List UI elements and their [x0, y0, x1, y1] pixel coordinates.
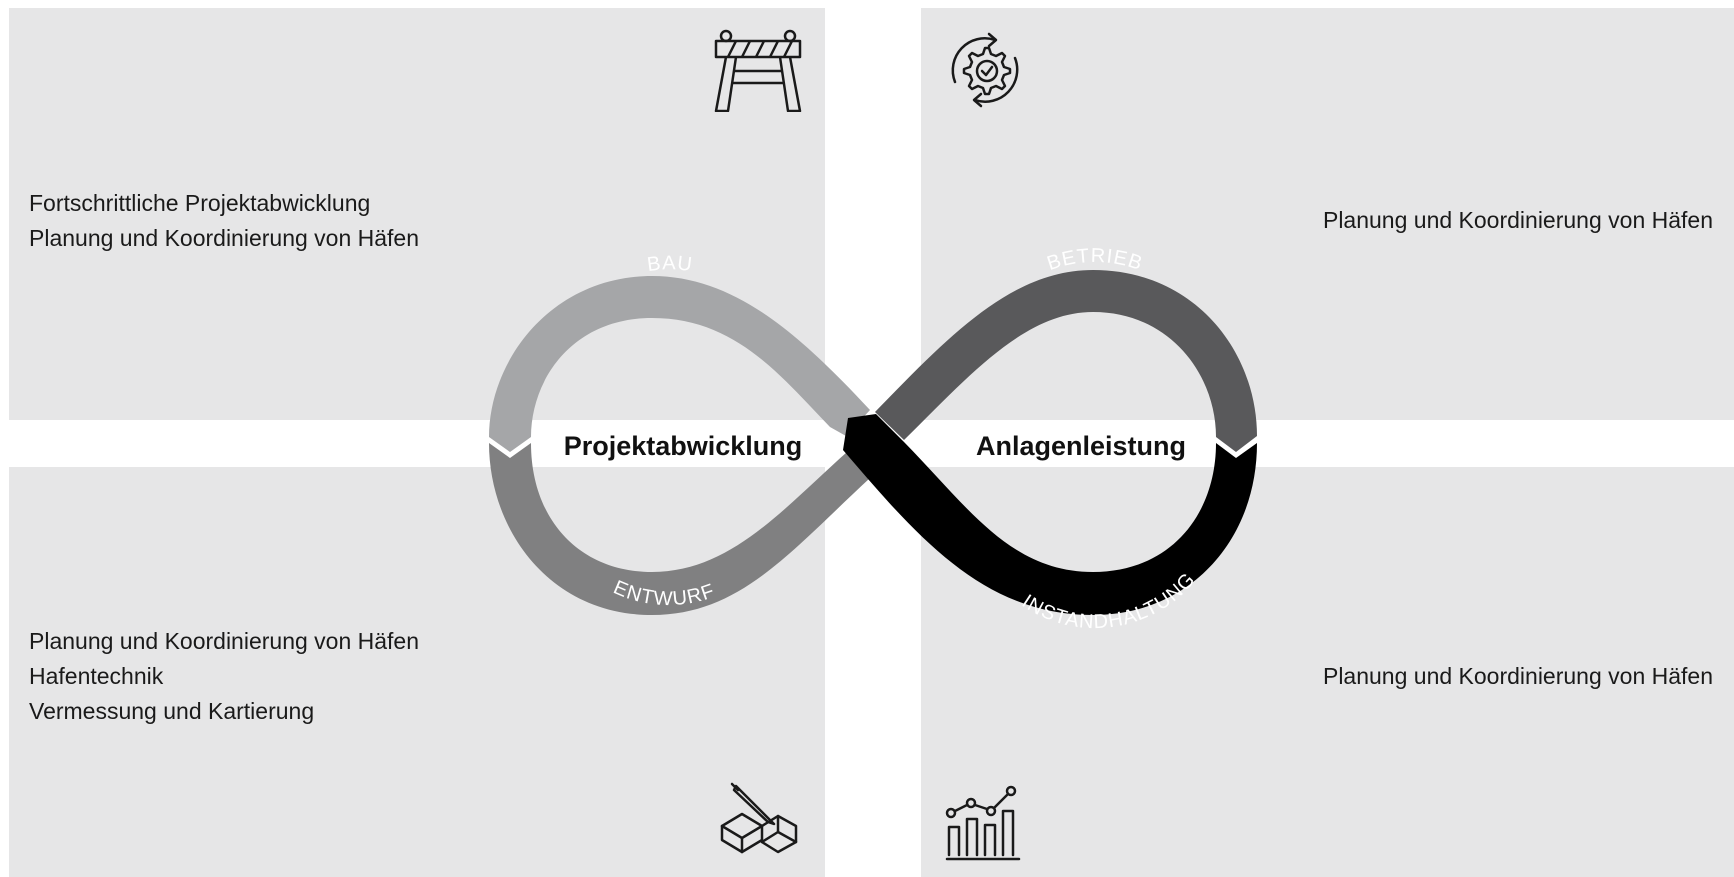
list-item: Planung und Koordinierung von Häfen: [29, 225, 420, 251]
design-blocks-pencil-icon: [720, 782, 798, 854]
hub-label-projektabwicklung: Projektabwicklung: [564, 431, 803, 461]
panel-bottom-right-text: Planung und Koordinierung von Häfen: [1323, 659, 1713, 694]
segment-label-bau: BAU: [646, 252, 694, 276]
list-item: Hafentechnik: [29, 663, 164, 689]
list-item: Planung und Koordinierung von Häfen: [1322, 663, 1713, 689]
panel-top-right: Planung und Koordinierung von Häfen: [921, 8, 1734, 420]
road-barrier-icon: [714, 29, 802, 112]
panel-top-left: Fortschrittliche Projektabwicklung Planu…: [9, 8, 825, 420]
list-item: Vermessung und Kartierung: [29, 698, 315, 724]
panel-bottom-right: Planung und Koordinierung von Häfen: [921, 467, 1734, 877]
segment-entwurf: [489, 443, 870, 615]
panel-top-right-text: Planung und Koordinierung von Häfen: [1323, 203, 1713, 238]
segment-bau: [489, 276, 870, 452]
panel-top-left-text: Fortschrittliche Projektabwicklung Planu…: [29, 186, 419, 256]
segment-instandhaltung: [843, 414, 1257, 615]
panel-bottom-left: Planung und Koordinierung von Häfen Hafe…: [9, 467, 825, 877]
list-item: Planung und Koordinierung von Häfen: [1322, 207, 1713, 233]
panel-bottom-left-text: Planung und Koordinierung von Häfen Hafe…: [29, 624, 419, 729]
list-item: Fortschrittliche Projektabwicklung: [29, 190, 371, 216]
growth-chart-icon: [945, 785, 1021, 861]
list-item: Planung und Koordinierung von Häfen: [29, 628, 420, 654]
hub-label-anlagenleistung: Anlagenleistung: [976, 431, 1186, 461]
gear-cycle-check-icon: [951, 32, 1019, 108]
segment-betrieb: [875, 270, 1257, 452]
